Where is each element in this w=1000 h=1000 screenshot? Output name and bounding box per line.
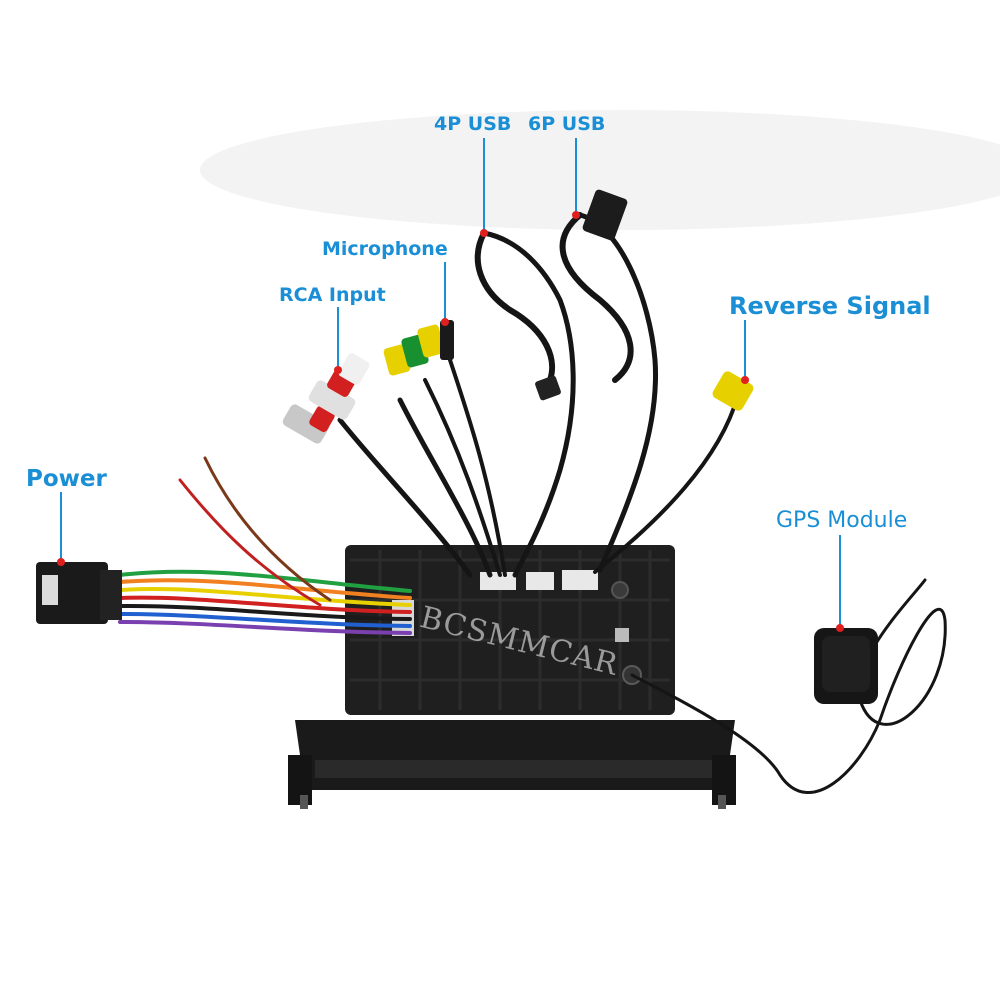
label-4p-usb: 4P USB [434, 113, 512, 135]
label-reverse-signal: Reverse Signal [729, 292, 931, 320]
label-rca-input: RCA Input [279, 284, 386, 306]
usb-6p-plug [582, 189, 628, 241]
label-microphone: Microphone [322, 238, 448, 260]
usb-4p-plug [535, 375, 561, 401]
leader-lines [57, 138, 844, 632]
label-gps-module: GPS Module [776, 508, 908, 533]
label-6p-usb: 6P USB [528, 113, 606, 135]
power-connector [36, 562, 122, 624]
label-power: Power [26, 466, 107, 492]
front-bezel [288, 720, 736, 809]
reverse-signal-plug [712, 371, 754, 411]
head-unit [345, 545, 675, 715]
rca-plugs [282, 320, 454, 444]
gps-module [814, 628, 878, 704]
cables [118, 212, 947, 795]
